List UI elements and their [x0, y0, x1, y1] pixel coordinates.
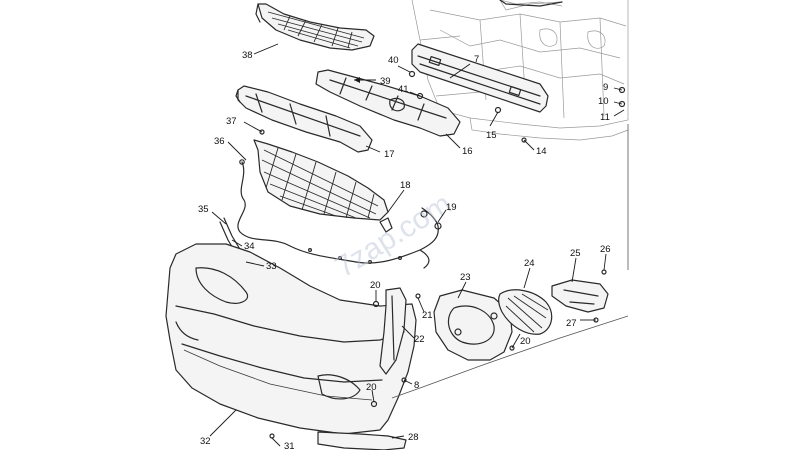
callout-26: 26	[600, 244, 611, 255]
side-bracket	[379, 287, 407, 375]
callout-19: 19	[446, 202, 457, 213]
callout-35: 35	[198, 204, 209, 215]
callout-34: 34	[244, 241, 255, 252]
leader-lines	[209, 43, 625, 447]
callout-36: 36	[214, 136, 225, 147]
callout-11: 11	[600, 112, 610, 123]
diagram-border	[391, 124, 629, 399]
wiring-harness	[237, 159, 442, 269]
upper-grille	[255, 3, 375, 51]
energy-absorber	[235, 85, 373, 153]
callout-38: 38	[242, 50, 253, 61]
front-grille	[253, 139, 389, 221]
fog-lamp-bracket	[433, 289, 513, 361]
fog-lamp-bezel	[498, 289, 553, 335]
callout-41: 41	[398, 84, 409, 95]
callout-8: 8	[414, 380, 419, 391]
callout-39: 39	[380, 76, 391, 87]
front-bumper-fascia	[165, 243, 417, 435]
callout-27: 27	[566, 318, 577, 329]
fog-lamp-mount	[551, 279, 609, 313]
callout-15: 15	[486, 130, 497, 141]
clip-bracket	[379, 217, 393, 233]
callout-10: 10	[598, 96, 609, 107]
callout-20-lower: 20	[366, 382, 377, 393]
bumper-reinforcement-bar	[411, 43, 549, 113]
callout-20-lamp: 20	[520, 336, 531, 347]
callout-33: 33	[266, 261, 277, 272]
callout-24: 24	[524, 258, 535, 269]
callout-labels: 38 40 7 39 41 9 10 11 37 15 14 17 16 36 …	[198, 50, 611, 450]
callout-40: 40	[388, 55, 399, 66]
callout-9: 9	[603, 82, 608, 93]
callout-23: 23	[460, 272, 471, 283]
callout-28: 28	[408, 432, 419, 443]
callout-37: 37	[226, 116, 237, 127]
callout-21: 21	[422, 310, 433, 321]
callout-31: 31	[284, 441, 295, 450]
callout-22: 22	[414, 334, 425, 345]
callout-7: 7	[474, 54, 479, 65]
callout-20-upper: 20	[370, 280, 381, 291]
callout-18: 18	[400, 180, 411, 191]
callout-32: 32	[200, 436, 211, 447]
callout-17: 17	[384, 149, 395, 160]
lower-spoiler	[317, 431, 407, 450]
callout-25: 25	[570, 248, 581, 259]
callout-14: 14	[536, 146, 547, 157]
callout-16: 16	[462, 146, 473, 157]
